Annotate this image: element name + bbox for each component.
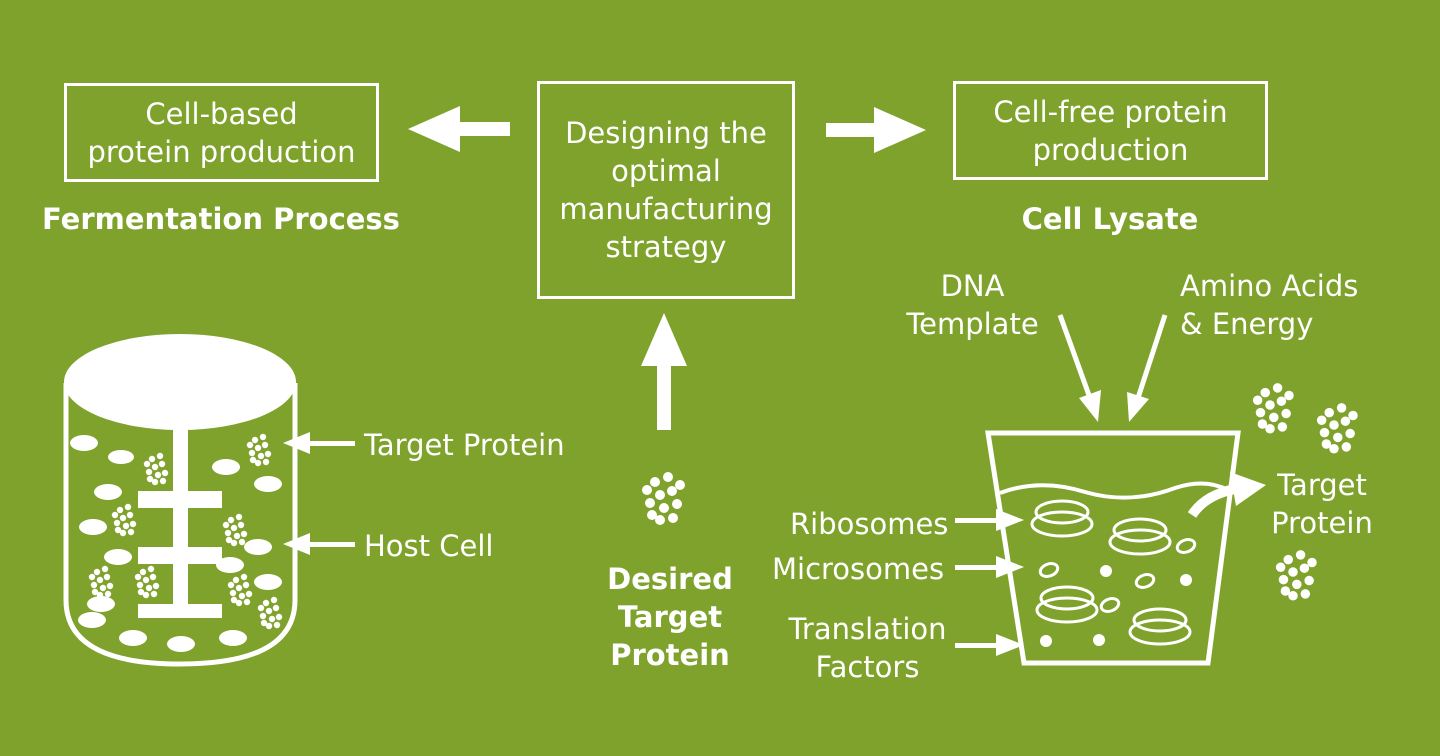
- arrow-right-icon: [826, 107, 926, 153]
- output-target-protein-label: Target Protein: [1271, 468, 1373, 540]
- bioreactor-target-protein-label: Target Protein: [364, 428, 565, 462]
- cell-based-box: Cell-based protein production: [64, 83, 379, 182]
- microsomes-label: Microsomes: [772, 552, 945, 586]
- target-protein-pointer-icon: [283, 432, 355, 454]
- dna-input-arrow-icon: [1057, 314, 1101, 422]
- protein-cluster-icon: [642, 472, 685, 525]
- translation-pointer-icon: [955, 634, 1024, 656]
- host-cell-pointer-icon: [283, 533, 355, 555]
- amino-input-arrow-icon: [1127, 314, 1168, 422]
- beaker-icon: [985, 430, 1241, 666]
- bioreactor-icon: [63, 334, 298, 667]
- translation-factors-label: Translation Factors: [788, 612, 947, 684]
- dna-template-label: DNA Template: [906, 269, 1039, 341]
- desired-target-title: Desired Target Protein: [607, 562, 733, 672]
- cell-free-box: Cell-free protein production: [953, 81, 1268, 180]
- microsomes-pointer-icon: [955, 556, 1024, 578]
- cell-based-text: Cell-based protein production: [87, 96, 356, 169]
- amino-acids-label: Amino Acids & Energy: [1180, 269, 1359, 341]
- design-strategy-box: Designing the optimal manufacturing stra…: [537, 81, 795, 299]
- fermentation-title: Fermentation Process: [42, 202, 400, 236]
- cell-lysate-title: Cell Lysate: [1021, 202, 1199, 236]
- design-strategy-text: Designing the optimal manufacturing stra…: [559, 116, 773, 264]
- ribosomes-pointer-icon: [955, 509, 1024, 531]
- output-arrow-icon: [1187, 472, 1266, 518]
- arrow-left-icon: [408, 106, 510, 152]
- arrow-up-icon: [641, 313, 687, 430]
- cell-free-text: Cell-free protein production: [993, 94, 1228, 167]
- bioreactor-host-cell-label: Host Cell: [364, 529, 494, 563]
- ribosomes-label: Ribosomes: [790, 507, 949, 541]
